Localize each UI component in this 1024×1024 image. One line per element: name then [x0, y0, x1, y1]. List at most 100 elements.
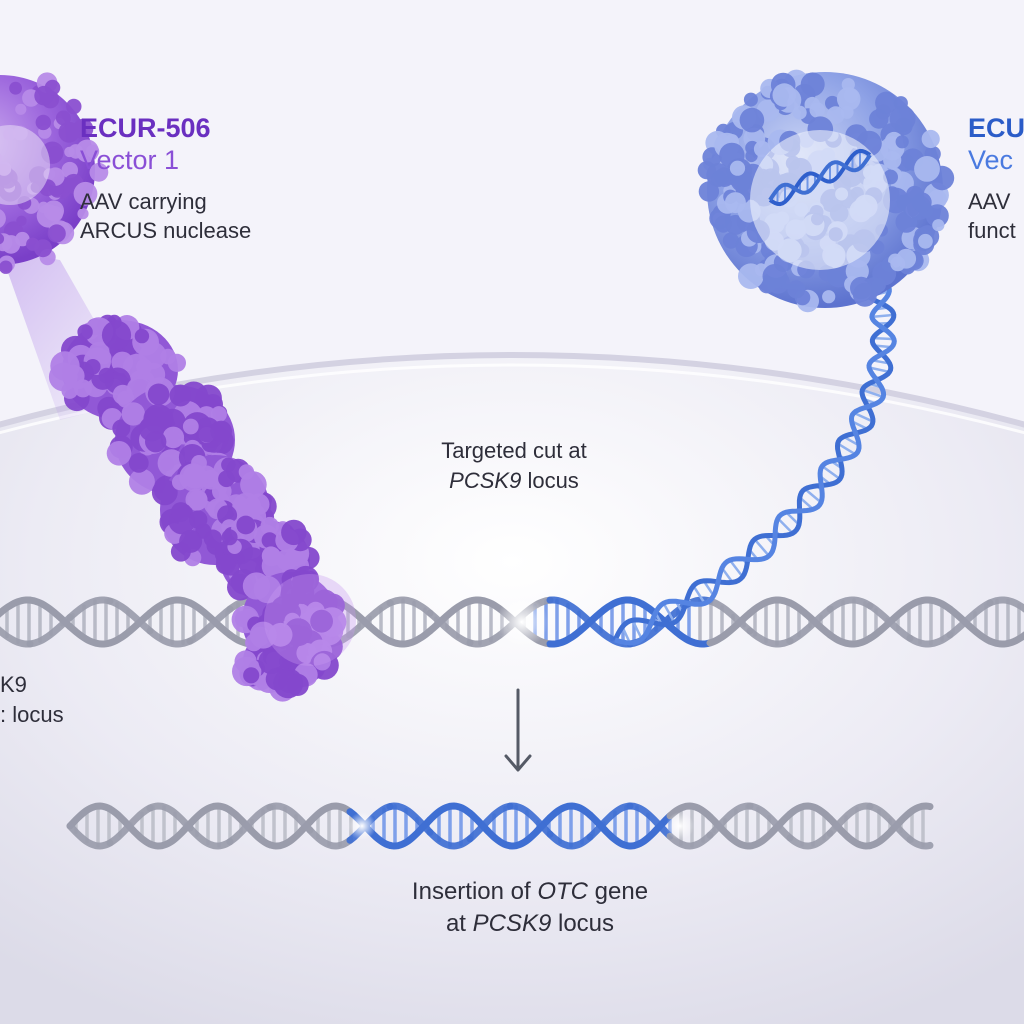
- dna-top-backbone: [986, 631, 1024, 648]
- capsid-vector2-bead: [822, 290, 836, 304]
- dna-top-backbone: [706, 609, 754, 647]
- locus-left-1: K9: [0, 672, 27, 697]
- dna-top-backbone: [546, 596, 594, 626]
- dna-bottom-backbone: [226, 803, 274, 846]
- dna-top-backbone: [66, 596, 114, 621]
- capsid-vector2-bead: [739, 107, 765, 133]
- nuclease-bead: [160, 348, 176, 365]
- capsid-vector2-bead: [711, 170, 728, 187]
- dna-top-backbone: [346, 605, 394, 645]
- capsid-vector1-bead: [86, 144, 100, 158]
- capsid-vector2-bead: [912, 192, 932, 212]
- nuclease-bead: [112, 419, 131, 438]
- dna-top-backbone: [906, 631, 954, 648]
- capsid-vector2-bead: [875, 91, 898, 114]
- nuclease-bead: [128, 453, 149, 473]
- vector1-sub: Vector 1: [80, 145, 180, 176]
- capsid-vector2-bead: [890, 256, 906, 272]
- dna-top-backbone: [146, 596, 194, 617]
- down-arrow-icon: [504, 688, 532, 772]
- capsid-dna-backbone: [768, 153, 872, 202]
- dna-top-backbone: [666, 623, 714, 648]
- dna-top-backbone: [946, 599, 994, 639]
- capsid-vector2-bead: [792, 105, 807, 120]
- insert-locus-gene: PCSK9: [472, 910, 552, 938]
- dna-bottom-backbone: [546, 830, 594, 850]
- vector2-label: ECU Vec AAV funct: [968, 112, 1024, 246]
- capsid-vector2-bead: [753, 140, 771, 158]
- dna-bottom-backbone: [266, 818, 314, 850]
- dna-bottom-backbone: [146, 802, 194, 832]
- capsid-vector2-bead: [743, 92, 758, 107]
- vector2-sub: Vec: [968, 145, 1014, 176]
- capsid-vector2: [697, 69, 955, 313]
- dna-bottom-backbone: [266, 802, 314, 834]
- dna-vector-rung: [728, 559, 744, 578]
- dna-top-backbone: [146, 627, 194, 648]
- capsid-vector1-bead: [0, 260, 13, 274]
- dna-bottom-backbone: [706, 802, 754, 839]
- nuclease-bead: [101, 320, 132, 350]
- dna-bottom-backbone: [826, 802, 874, 837]
- capsid-vector2-bead: [869, 109, 889, 129]
- cut-label-2: PCSK9 locus: [449, 467, 579, 493]
- capsid-vector1-bead: [66, 98, 82, 115]
- capsid-vector1-bead: [15, 103, 27, 115]
- dna-top-backbone: [386, 627, 434, 648]
- nuclease-bead: [249, 621, 277, 649]
- nuclease-bead: [145, 431, 167, 453]
- dna-vector-rung: [871, 313, 894, 319]
- vector1-desc-1: AAV carrying: [80, 188, 207, 214]
- dna-top-backbone: [346, 599, 394, 639]
- cut-gene: PCSK9: [449, 467, 522, 493]
- dna-bottom-backbone: [786, 829, 834, 850]
- nuclease-bead: [258, 648, 285, 675]
- capsid-vector1-bead: [77, 208, 89, 220]
- capsid-vector1-bead: [35, 114, 51, 131]
- nuclease-bead: [286, 673, 309, 697]
- dna-top-backbone: [786, 599, 834, 639]
- dna-vector-rung: [868, 366, 890, 374]
- dna-bottom-backbone: [386, 802, 434, 836]
- nuclease-bead: [243, 667, 260, 684]
- dna-top-backbone: [826, 631, 874, 648]
- dna-top-backbone: [906, 596, 954, 613]
- dna-bottom-backbone: [66, 822, 114, 850]
- cut-label-1: Targeted cut at: [441, 438, 587, 463]
- dna-top-backbone: [426, 597, 474, 635]
- dna-top-backbone: [0, 596, 34, 618]
- dna-top-backbone: [866, 602, 914, 642]
- dna-bottom-backbone: [186, 802, 234, 828]
- dna-top-backbone: [746, 596, 794, 617]
- capsid-vector2-core: [750, 130, 890, 270]
- vector2-desc-2: funct: [968, 218, 1016, 244]
- dna-top-backbone: [386, 596, 434, 617]
- dna-top-backbone: [826, 596, 874, 613]
- capsid-vector2-bead: [745, 149, 758, 163]
- dna-bottom-backbone: [186, 824, 234, 850]
- capsid-vector2-bead: [722, 232, 740, 249]
- dna-top-backbone: [186, 599, 234, 639]
- dna-bottom-backbone: [146, 820, 194, 850]
- nuclease-bead: [147, 383, 170, 406]
- nuclease-bead: [253, 575, 282, 604]
- nuclease-glow: [264, 574, 356, 666]
- dna-top-backbone: [546, 618, 594, 648]
- dna-top-strand: [0, 596, 1024, 648]
- dna-top-backbone: [786, 605, 834, 645]
- dna-top-backbone: [986, 596, 1024, 613]
- capsid-vector1-bead: [89, 162, 109, 182]
- insert-label: Insertion of OTC gene at PCSK9 locus: [412, 876, 648, 941]
- nuclease-bead: [296, 642, 317, 664]
- dna-vector-rung: [837, 442, 857, 456]
- insert-label-1: Insertion of OTC gene: [411, 878, 649, 905]
- dna-bottom-backbone: [306, 802, 354, 826]
- nuclease-bead: [234, 610, 252, 628]
- nuclease-bead: [179, 529, 203, 553]
- capsid-vector1-bead: [1, 235, 21, 254]
- nuclease-bead: [62, 364, 85, 387]
- dna-bottom-strand: [66, 802, 934, 850]
- dna-vector-rung: [662, 602, 676, 624]
- nuclease-bead: [218, 470, 235, 488]
- capsid-vector1-bead: [0, 233, 5, 245]
